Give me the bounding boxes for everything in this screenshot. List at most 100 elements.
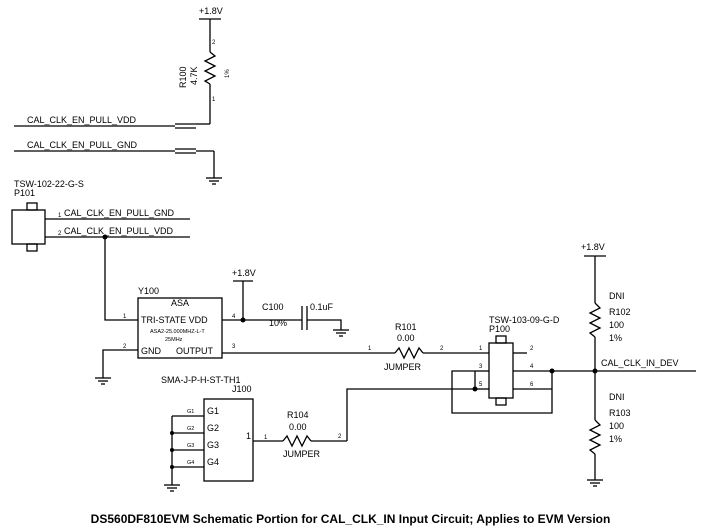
c100-ref: C100 [262, 302, 284, 312]
junction-j100-g4 [170, 465, 174, 469]
r102-tol: 1% [609, 333, 622, 343]
p100-ref: P100 [489, 324, 510, 334]
r104-pin2: 2 [338, 434, 342, 440]
y100-pin-gnd: GND [141, 346, 162, 356]
p101-body [11, 209, 46, 245]
p100-pin4: 4 [530, 364, 534, 370]
r103-dni: DNI [609, 392, 625, 402]
vdd-to-y100-pin1 [104, 237, 138, 321]
j100-gnum4: G4 [187, 460, 194, 466]
y100-pin-vdd: TRI-STATE VDD [141, 315, 208, 325]
j100-gnum1: G1 [187, 409, 194, 415]
pull-vdd-label: CAL_CLK_EN_PULL_VDD [27, 115, 137, 125]
r100-value: 4.7K [189, 66, 199, 85]
r104-resistor [282, 434, 312, 448]
j100-g2: G2 [207, 423, 219, 433]
rail-top-label: +1.8V [199, 6, 223, 16]
p101-pin2: 2 [58, 231, 62, 237]
p101-net1: CAL_CLK_EN_PULL_GND [64, 208, 175, 218]
y100-freq: 25MHz [165, 337, 183, 343]
p100-pin3: 3 [479, 364, 483, 370]
r101-resistor [394, 346, 424, 360]
j100-ref: J100 [232, 384, 252, 394]
y100-gnd-wire [102, 349, 138, 378]
p100-section: TSW-103-09-G-D P100 1 2 3 4 5 6 [346, 315, 595, 441]
p100-pin5: 5 [479, 382, 483, 388]
pull-gnd-label: CAL_CLK_EN_PULL_GND [27, 140, 138, 150]
j100-gnum2: G2 [187, 426, 194, 432]
junction-p100-pin4 [549, 368, 555, 374]
r100-pin1: 1 [212, 97, 216, 103]
r100-ref: R100 [178, 66, 188, 88]
r103-ref: R103 [609, 408, 631, 418]
c100-value: 0.1uF [310, 302, 334, 312]
j100-g4: G4 [207, 457, 219, 467]
r103-tol: 1% [609, 434, 622, 444]
r102-resistor [588, 302, 602, 338]
p100-tab-bottom [495, 397, 507, 406]
j100-body [203, 398, 254, 482]
r101-pin2: 2 [440, 346, 444, 352]
termination-section: +1.8V DNI R102 100 1% CAL_CLK_IN_DEV DNI… [581, 242, 696, 487]
r104-section: 2 R104 0.00 JUMPER [282, 410, 347, 459]
p100-pin2: 2 [530, 346, 534, 352]
r101-value: 0.00 [397, 333, 415, 343]
j100-part: SMA-J-P-H-ST-TH1 [161, 375, 241, 385]
junction-j100-g3 [170, 448, 174, 452]
p101-tab-top [26, 202, 38, 211]
p101-tab-bottom [26, 243, 38, 252]
r104-value: 0.00 [289, 422, 307, 432]
y100-ref: Y100 [138, 286, 159, 296]
p100-tab-top [495, 335, 507, 344]
y100-pin2: 2 [123, 344, 127, 350]
r100-pin2: 2 [212, 40, 216, 46]
j100-section: SMA-J-P-H-ST-TH1 J100 G1 G2 G3 G4 G1 G2 … [161, 375, 283, 492]
r103-value: 100 [609, 421, 624, 431]
p101-part: TSW-102-22-G-S [14, 179, 84, 189]
p100-body [488, 342, 514, 399]
y100-part: ASA2-25.000MHZ-L-T [150, 329, 205, 335]
y100-pin3: 3 [232, 344, 236, 350]
clk-in-dev-label: CAL_CLK_IN_DEV [601, 358, 679, 368]
p100-loop-wire [451, 370, 553, 414]
r104-label: JUMPER [283, 449, 321, 459]
p101-section: TSW-102-22-G-S P101 1 2 CAL_CLK_EN_PULL_… [11, 179, 190, 321]
r104-feed-wire [346, 371, 476, 441]
y100-pin1: 1 [123, 314, 127, 320]
net-ports: CAL_CLK_EN_PULL_VDD CAL_CLK_EN_PULL_GND [14, 115, 222, 185]
c100-right-wire [307, 319, 342, 330]
p101-pin1: 1 [58, 213, 62, 219]
p100-part: TSW-103-09-G-D [489, 315, 560, 325]
p101-net2: CAL_CLK_EN_PULL_VDD [64, 226, 174, 236]
j100-g3: G3 [207, 440, 219, 450]
c100-section: C100 0.1uF 10% [262, 302, 349, 337]
r104-pin1: 1 [264, 435, 268, 441]
r100-resistor [203, 51, 217, 85]
p101-ref: P101 [14, 188, 35, 198]
p100-pin1: 1 [479, 346, 483, 352]
y100-body [137, 297, 223, 359]
junction-j100-g2 [170, 431, 174, 435]
r102-value: 100 [609, 320, 624, 330]
r101-section: 1 2 R101 0.00 JUMPER [222, 322, 489, 372]
r100-tol: 1% [225, 69, 231, 78]
y100-pin4: 4 [232, 314, 236, 320]
r104-ref: R104 [287, 410, 309, 420]
r101-pin1: 1 [368, 346, 372, 352]
r102-ref: R102 [609, 307, 631, 317]
rail-right-label: +1.8V [581, 242, 605, 252]
r100-section: +1.8V 2 1 R100 4.7K 1% [178, 6, 231, 124]
figure-caption: DS560DF810EVM Schematic Portion for CAL_… [90, 512, 611, 526]
y100-section: Y100 ASA TRI-STATE VDD ASA2-25.000MHZ-L-… [95, 268, 263, 385]
c100-tol: 10% [269, 318, 287, 328]
r102-dni: DNI [609, 291, 625, 301]
y100-pin-out: OUTPUT [176, 346, 214, 356]
j100-g1: G1 [207, 406, 219, 416]
r101-label: JUMPER [384, 362, 422, 372]
schematic-diagram: +1.8V 2 1 R100 4.7K 1% CAL_CLK_EN_PULL_V… [11, 6, 696, 492]
j100-pin1-label: 1 [246, 431, 251, 441]
r101-ref: R101 [395, 322, 417, 332]
p100-pin6: 6 [530, 382, 534, 388]
r103-resistor [588, 419, 602, 455]
